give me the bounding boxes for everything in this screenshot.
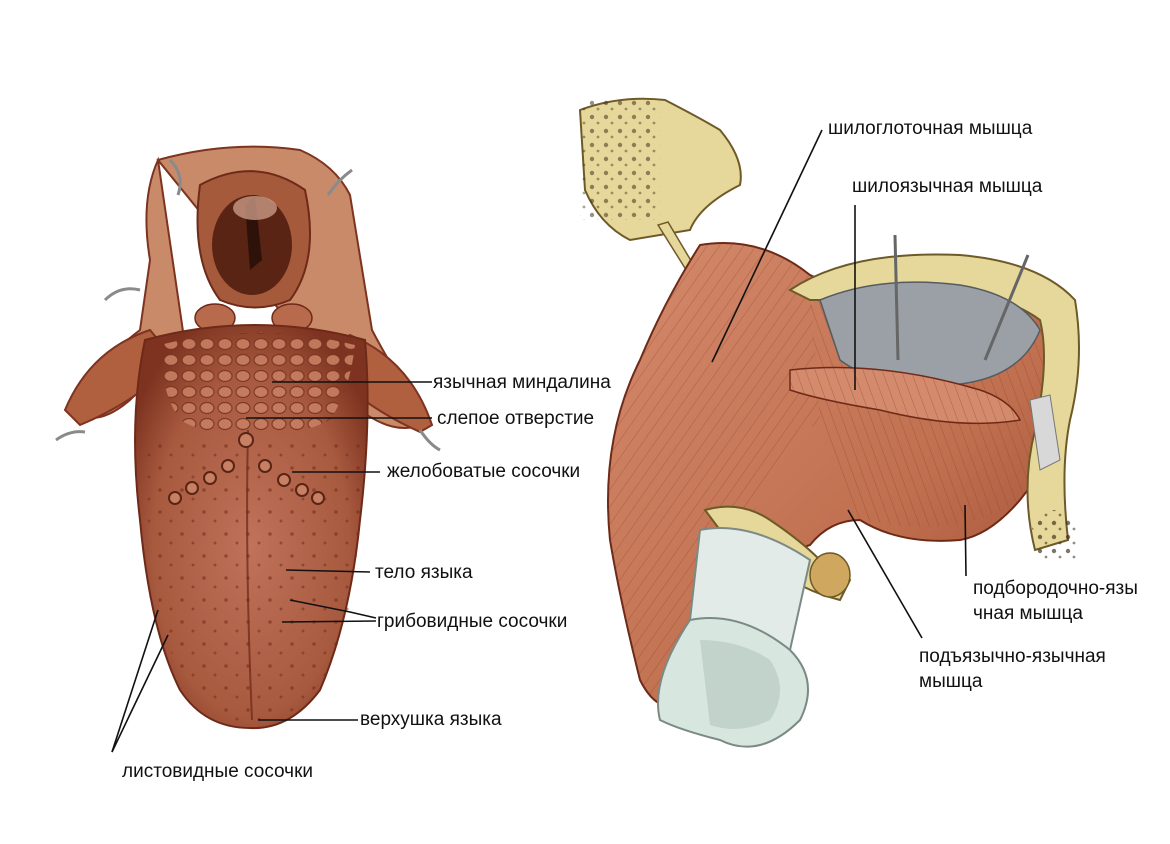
- label-hyoglossus-line2: мышца: [919, 671, 983, 692]
- leader-stylopharyngeus: [711, 129, 823, 363]
- leader-genioglossus: [964, 504, 967, 577]
- label-foliate-papillae: листовидные сосочки: [122, 761, 314, 782]
- label-fungiform-papillae: грибовидные сосочки: [377, 611, 568, 632]
- leader-hyoglossus: [847, 509, 923, 639]
- leader-fungiform-papillae-1: [289, 599, 377, 619]
- leader-lines: [111, 129, 967, 753]
- label-lingual-tonsil: язычная миндалина: [433, 372, 611, 393]
- tongue-dorsal-view: [55, 145, 441, 730]
- label-stylopharyngeus: шилоглоточная мышца: [828, 118, 1033, 139]
- label-styloglossus: шилоязычная мышца: [852, 176, 1043, 197]
- label-hyoglossus-line1: подъязычно-язычная: [919, 646, 1106, 667]
- label-genioglossus-line2: чная мышца: [973, 603, 1083, 624]
- leader-foliate-papillae-2: [111, 634, 169, 753]
- label-tongue-body: тело языка: [375, 562, 473, 583]
- leader-tongue-body: [285, 569, 371, 573]
- label-genioglossus-line1: подбородочно-язы: [973, 578, 1138, 599]
- tongue-muscles-lateral-view: [578, 97, 1080, 748]
- label-foramen-cecum: слепое отверстие: [437, 408, 595, 429]
- label-vallate-papillae: желобоватые сосочки: [387, 461, 581, 482]
- leader-foliate-papillae-1: [111, 609, 159, 753]
- label-tongue-apex: верхушка языка: [360, 709, 502, 730]
- vallate-papillae-row: [168, 432, 325, 505]
- leader-fungiform-papillae-2: [281, 620, 377, 623]
